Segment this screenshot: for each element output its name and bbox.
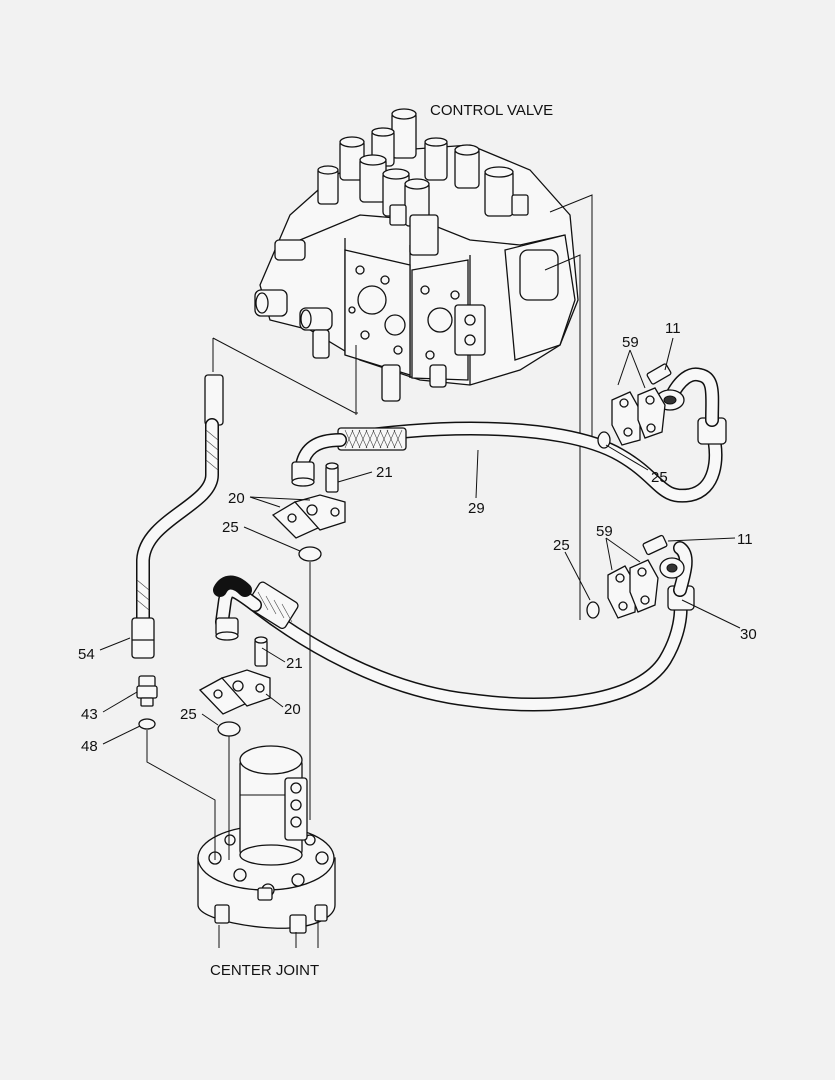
flange-top	[597, 363, 672, 449]
flange-20-top	[271, 462, 346, 562]
hose-29	[291, 367, 727, 503]
callout-25-mid: 25	[553, 537, 570, 554]
callout-leaders	[99, 337, 741, 745]
control-valve-label: CONTROL VALVE	[430, 102, 553, 119]
callout-59-mid: 59	[596, 523, 613, 540]
callout-11-top: 11	[665, 320, 681, 337]
reference-lines	[212, 194, 593, 620]
callout-21-low: 21	[286, 655, 303, 672]
callout-21-top: 21	[376, 464, 393, 481]
spool-caps	[317, 108, 529, 256]
flange-20-low	[198, 636, 271, 737]
callout-25-top-right: 25	[651, 469, 668, 486]
callout-59-top: 59	[622, 334, 639, 351]
callout-43: 43	[81, 706, 98, 723]
callout-25-low: 25	[180, 706, 197, 723]
callout-54: 54	[78, 646, 95, 663]
control-valve	[254, 108, 579, 402]
hose-30	[213, 541, 695, 712]
callout-48: 48	[81, 738, 98, 755]
center-joint	[197, 745, 336, 934]
center-joint-label: CENTER JOINT	[210, 962, 319, 979]
callout-20-top: 20	[228, 490, 245, 507]
fitting-43	[136, 675, 158, 730]
hose-54	[131, 374, 224, 659]
callout-25-left: 25	[222, 519, 239, 536]
callout-11-mid: 11	[737, 531, 753, 548]
flange-mid	[586, 534, 668, 619]
callout-30: 30	[740, 626, 757, 643]
center-joint-leaders	[146, 562, 319, 948]
callout-20-low: 20	[284, 701, 301, 718]
callout-29: 29	[468, 500, 485, 517]
